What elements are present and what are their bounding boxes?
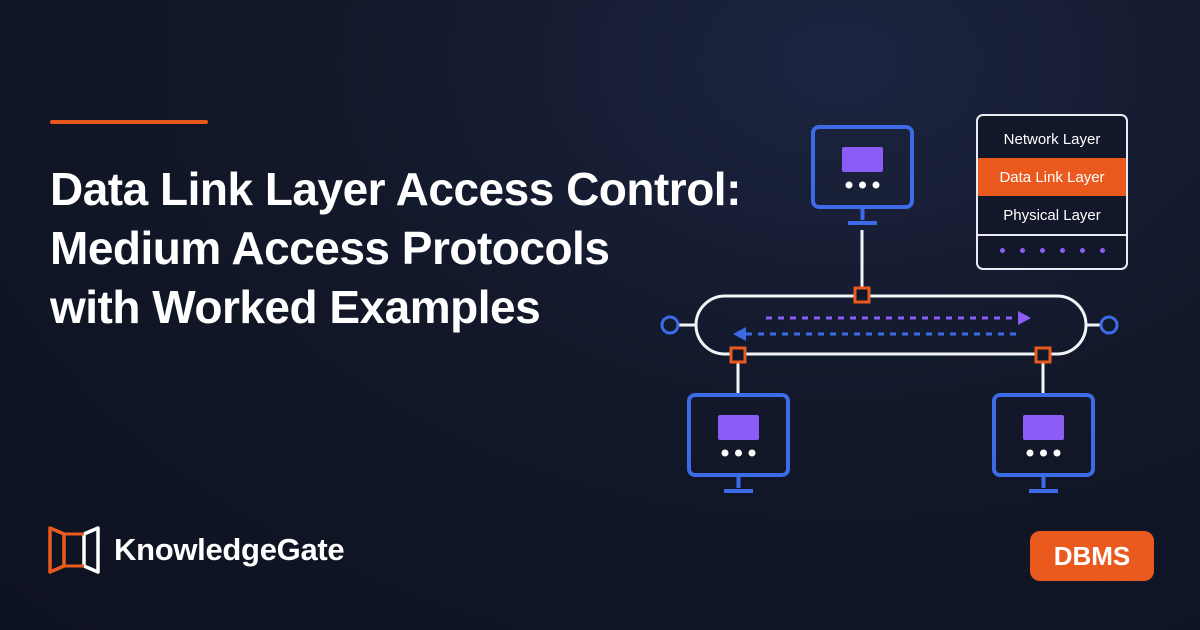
terminator-left-icon <box>660 315 680 335</box>
bus-medium <box>679 294 1101 356</box>
computer-bottom-left-icon <box>687 393 790 493</box>
signal-arrow-left-icon <box>733 327 1018 341</box>
accent-line <box>50 120 208 124</box>
knowledgegate-logo-icon <box>48 526 100 574</box>
more-layers-dots-icon <box>978 234 1126 266</box>
title-line-3: with Worked Examples <box>50 281 541 333</box>
layer-physical: Physical Layer <box>1003 206 1101 224</box>
tap-node-icon <box>729 346 747 364</box>
layer-data-link: Data Link Layer <box>978 158 1126 196</box>
computer-top-icon <box>811 125 914 225</box>
title-line-2: Medium Access Protocols <box>50 222 610 274</box>
tap-node-icon <box>1034 346 1052 364</box>
brand: KnowledgeGate <box>48 520 345 580</box>
layer-stack: Network Layer Data Link Layer Physical L… <box>976 114 1128 270</box>
brand-name: KnowledgeGate <box>114 532 345 567</box>
tap-node-icon <box>853 286 871 304</box>
layer-network: Network Layer <box>1003 130 1101 148</box>
category-badge: DBMS <box>1030 531 1154 581</box>
layer-divider <box>978 234 1126 236</box>
terminator-right-icon <box>1099 315 1119 335</box>
computer-bottom-right-icon <box>992 393 1095 493</box>
page-title: Data Link Layer Access Control: Medium A… <box>50 160 790 337</box>
signal-arrow-right-icon <box>766 311 1031 325</box>
title-line-1: Data Link Layer Access Control: <box>50 163 741 215</box>
